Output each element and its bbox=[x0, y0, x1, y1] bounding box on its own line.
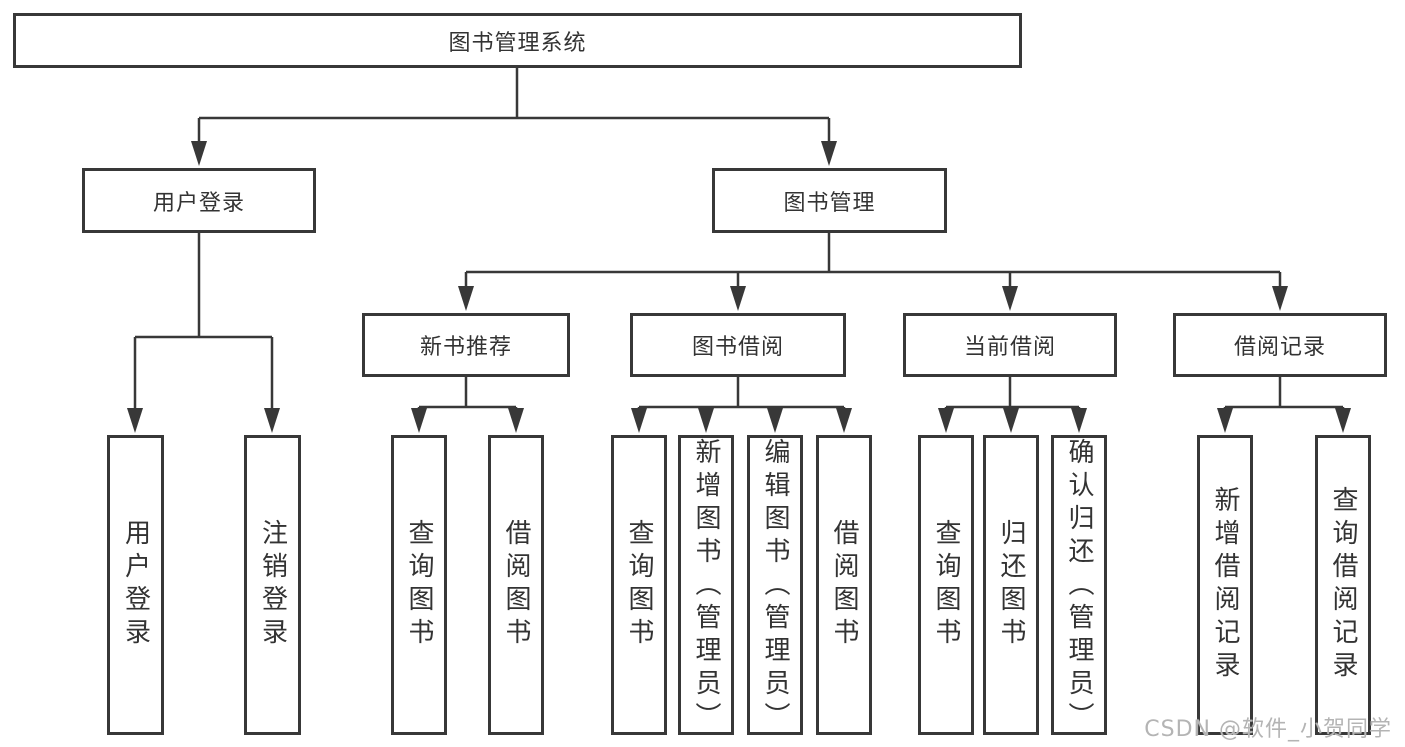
node-current-borrowing: 当前借阅 bbox=[903, 313, 1117, 377]
leaf-user-login-label: 用户登录 bbox=[120, 519, 151, 651]
leaf-confirm-return-admin: 确认归还（管理员） bbox=[1051, 435, 1107, 735]
node-library-management-system-label: 图书管理系统 bbox=[448, 30, 587, 56]
node-library-management-system: 图书管理系统 bbox=[13, 13, 1022, 68]
leaf-edit-book-admin-label: 编辑图书（管理员） bbox=[760, 438, 790, 735]
node-borrowing-records: 借阅记录 bbox=[1173, 313, 1387, 377]
node-new-book-recommendation-label: 新书推荐 bbox=[419, 335, 512, 360]
leaf-return-books: 归还图书 bbox=[983, 435, 1039, 735]
leaf-query-books-recommend: 查询图书 bbox=[391, 435, 447, 735]
leaf-query-books-current-label: 查询图书 bbox=[931, 519, 961, 651]
leaf-query-books-recommend-label: 查询图书 bbox=[404, 519, 434, 651]
node-new-book-recommendation: 新书推荐 bbox=[362, 313, 570, 377]
node-borrowing-records-label: 借阅记录 bbox=[1233, 335, 1326, 360]
leaf-query-borrow-record-label: 查询借阅记录 bbox=[1328, 486, 1358, 684]
leaf-borrow-books: 借阅图书 bbox=[816, 435, 872, 735]
leaf-query-books-borrowing-label: 查询图书 bbox=[624, 519, 654, 651]
leaf-logout: 注销登录 bbox=[244, 435, 301, 735]
leaf-edit-book-admin: 编辑图书（管理员） bbox=[747, 435, 803, 735]
csdn-watermark: CSDN @软件_小贺同学 bbox=[1144, 717, 1392, 742]
leaf-add-borrow-record-label: 新增借阅记录 bbox=[1210, 486, 1240, 684]
node-book-management-label: 图书管理 bbox=[783, 190, 876, 216]
leaf-query-books-current: 查询图书 bbox=[918, 435, 974, 735]
node-user-login-label: 用户登录 bbox=[152, 190, 245, 216]
leaf-borrow-books-recommend: 借阅图书 bbox=[488, 435, 544, 735]
leaf-borrow-books-recommend-label: 借阅图书 bbox=[501, 519, 531, 651]
node-book-borrowing: 图书借阅 bbox=[630, 313, 846, 377]
leaf-user-login: 用户登录 bbox=[107, 435, 164, 735]
leaf-query-borrow-record: 查询借阅记录 bbox=[1315, 435, 1371, 735]
leaf-query-books-borrowing: 查询图书 bbox=[611, 435, 667, 735]
leaf-return-books-label: 归还图书 bbox=[996, 519, 1026, 651]
node-book-management: 图书管理 bbox=[712, 168, 947, 233]
leaf-add-borrow-record: 新增借阅记录 bbox=[1197, 435, 1253, 735]
leaf-logout-label: 注销登录 bbox=[257, 519, 288, 651]
node-user-login: 用户登录 bbox=[82, 168, 316, 233]
leaf-add-book-admin: 新增图书（管理员） bbox=[678, 435, 734, 735]
leaf-add-book-admin-label: 新增图书（管理员） bbox=[691, 438, 721, 735]
node-current-borrowing-label: 当前借阅 bbox=[963, 335, 1056, 360]
leaf-confirm-return-admin-label: 确认归还（管理员） bbox=[1064, 438, 1094, 735]
node-book-borrowing-label: 图书借阅 bbox=[691, 335, 784, 360]
leaf-borrow-books-label: 借阅图书 bbox=[829, 519, 859, 651]
